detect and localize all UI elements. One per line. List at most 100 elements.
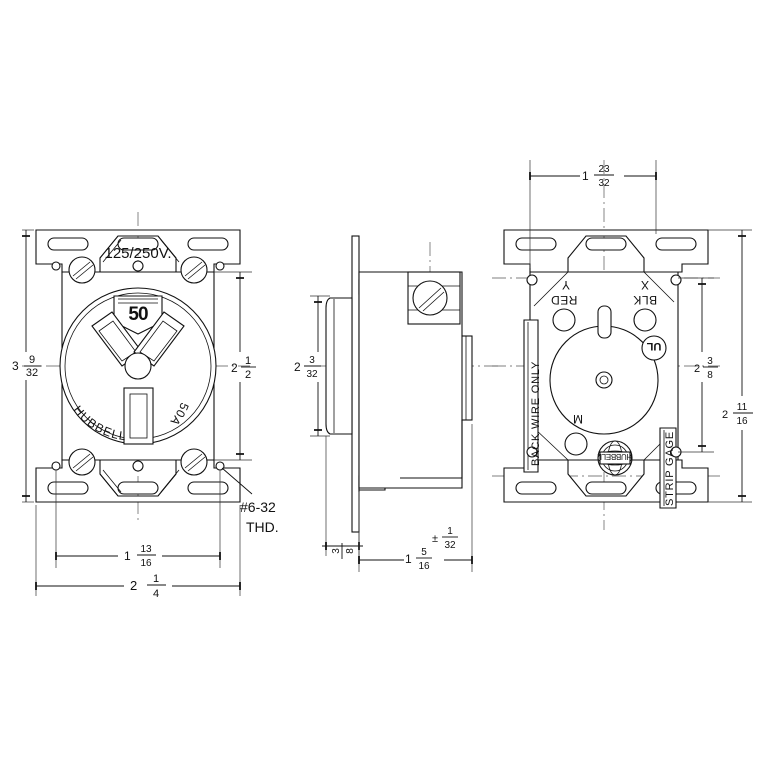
back-dim-h2-arrows — [738, 235, 746, 497]
front-rating-label: 125/250V. — [104, 245, 171, 262]
back-strap-slot-bottom-center — [585, 481, 627, 495]
dim-back-b-num: 11 — [737, 402, 748, 413]
front-strap-slot-bottom-right — [187, 481, 229, 495]
dim-back-a-den: 8 — [707, 370, 713, 381]
dim-depth-num: 5 — [421, 547, 427, 558]
dim-front-height-den: 32 — [26, 367, 38, 379]
dim-side-height: 2 3 32 — [294, 355, 321, 380]
front-badge-label: 50 — [128, 304, 148, 325]
dim-back-top-den: 32 — [598, 178, 610, 189]
front-dim-body-arrows — [236, 277, 244, 455]
dim-back-a-num: 3 — [707, 356, 713, 367]
side-strap-plate — [351, 235, 360, 533]
dim-back-b-den: 16 — [736, 416, 748, 427]
back-dim-top-arrows — [529, 172, 657, 180]
front-screw-top-left — [68, 256, 96, 284]
dim-front-height: 3 9 32 — [12, 354, 41, 379]
dim-side-tolerance: ± 1 32 — [432, 526, 458, 551]
front-thread-note-1: #6-32 — [240, 499, 276, 515]
dim-flange-num: 3 — [331, 548, 342, 554]
side-rear-boss — [461, 335, 473, 421]
back-wire-rib — [523, 319, 539, 473]
front-hole-top-center — [132, 260, 144, 272]
dim-body-den: 2 — [245, 369, 251, 381]
svg-text:UL: UL — [646, 340, 661, 352]
dim-body-num: 1 — [245, 355, 251, 367]
front-thread-leader — [221, 467, 253, 495]
dim-front-body-height: 2 1 2 — [231, 355, 256, 381]
back-wire-hole-blk — [633, 308, 657, 332]
front-screw-bottom-right — [180, 448, 208, 476]
side-view-group: 2 3 32 3 8 1 5 16 ± 1 — [294, 235, 500, 572]
front-view-group: 50 HUBBELL 50A 125/250V. — [12, 212, 279, 600]
front-amp-badge: 50 — [113, 295, 163, 335]
dim-depth-den: 16 — [418, 561, 430, 572]
side-dim-depth-arrows — [358, 556, 473, 564]
back-center-hole-inner — [599, 375, 609, 385]
back-terminal-screw-bl — [526, 446, 538, 458]
dim-width-whole: 2 — [130, 578, 137, 593]
dim-tol-num: 1 — [447, 526, 453, 537]
front-strap-slot-top-right — [187, 237, 229, 251]
dim-back-b-whole: 2 — [722, 409, 728, 421]
front-hole-top-right — [215, 261, 225, 271]
back-terminal-screw-tl — [526, 274, 538, 286]
back-top-strap — [503, 229, 709, 273]
dim-width-den: 4 — [153, 588, 159, 600]
front-strap-slot-bottom-left — [47, 481, 89, 495]
front-hole-top-left — [51, 261, 61, 271]
dim-tol-sign: ± — [432, 533, 438, 545]
dim-body-whole: 2 — [231, 361, 238, 375]
front-thread-note-2: THD. — [246, 519, 279, 535]
back-hubbell-logo: HUBBELL — [597, 440, 633, 476]
dim-side-depth: 1 5 16 — [405, 547, 432, 572]
dim-back-top-whole: 1 — [582, 169, 589, 183]
back-terminal-screw-tr — [670, 274, 682, 286]
front-dim-width-arrows — [35, 582, 241, 590]
dim-back-height-b: 2 11 16 — [722, 402, 753, 427]
back-terminal-m-label: M — [573, 412, 583, 426]
front-dim-span-arrows — [55, 552, 221, 560]
side-face-body — [325, 297, 353, 435]
front-slot-vertical — [123, 387, 154, 445]
dim-span-num: 13 — [140, 544, 152, 555]
dim-side-h-den: 32 — [306, 369, 318, 380]
back-strap-slot-top-right — [655, 237, 697, 251]
dim-side-flange: 3 8 — [331, 543, 356, 559]
back-dim-h1-arrows — [698, 283, 706, 447]
dim-depth-whole: 1 — [405, 552, 412, 566]
front-strap-slot-bottom-center — [117, 481, 159, 495]
front-slot-right-angled — [133, 311, 185, 367]
dim-side-h-whole: 2 — [294, 360, 301, 374]
back-strap-slot-bottom-left — [515, 481, 557, 495]
front-hole-bottom-left — [51, 461, 61, 471]
back-ul-mark: UL — [641, 335, 667, 361]
back-strap-slot-top-center — [585, 237, 627, 251]
back-wire-only-note: BACK WIRE ONLY — [530, 361, 542, 466]
front-center-ground-hole — [124, 352, 152, 380]
back-center-slot — [597, 305, 612, 339]
dim-back-a-whole: 2 — [694, 363, 700, 375]
front-screw-top-right — [180, 256, 208, 284]
back-logo-label: HUBBELL — [597, 452, 632, 461]
back-view-group: UL HUBBELL Y X RED BLK M BACK WIRE ONLY — [492, 160, 753, 530]
back-body-chamfers — [533, 271, 675, 461]
dim-span-whole: 1 — [124, 549, 131, 563]
front-strap-slot-top-left — [47, 237, 89, 251]
dim-back-top-width: 1 23 32 — [582, 164, 614, 189]
dim-back-top-num: 23 — [598, 164, 610, 175]
back-wire-blk-label: BLK — [633, 293, 657, 307]
dim-span-den: 16 — [140, 558, 152, 569]
front-dim-arrows-v — [22, 235, 30, 497]
front-strap-bevel-top-2 — [102, 239, 180, 263]
back-terminal-y-label: Y — [562, 278, 570, 292]
back-wire-hole-m — [564, 432, 588, 456]
back-strip-gage-note: STRIP GAGE — [664, 431, 676, 506]
back-wire-red-label: RED — [551, 293, 578, 307]
back-wire-hole-red — [552, 308, 576, 332]
dim-front-height-whole: 3 — [12, 359, 19, 373]
dim-tol-den: 32 — [444, 540, 456, 551]
dim-front-height-num: 9 — [29, 354, 35, 366]
